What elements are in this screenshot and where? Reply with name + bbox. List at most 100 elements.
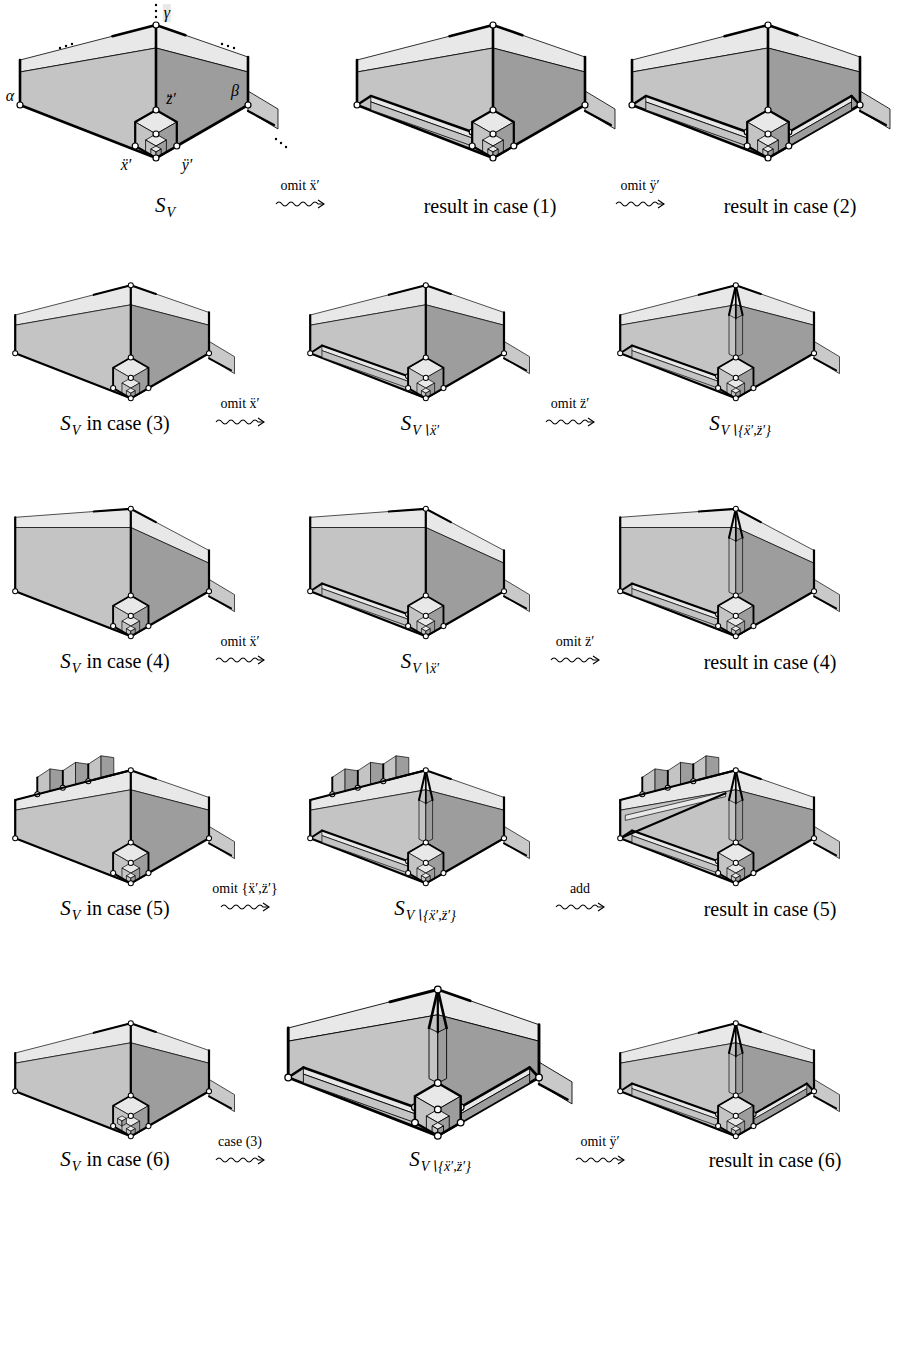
vertex-dot (618, 836, 623, 841)
vertex-dot (423, 840, 428, 845)
vertex-dot (811, 589, 816, 594)
vertex-dot (423, 613, 428, 618)
graph-edge (94, 770, 131, 780)
vertex-dot (423, 283, 428, 288)
floor-strip (303, 1074, 415, 1123)
surface-figure (629, 22, 890, 161)
vertex-dot (128, 634, 133, 639)
vertex-dot (765, 155, 771, 161)
cluster-outline (135, 110, 177, 158)
ellipsis-dot (59, 47, 61, 49)
vertex-label: α (5, 87, 15, 105)
vertex-dot (716, 1124, 721, 1129)
graph-edge (735, 770, 737, 803)
caption: SVin case (5) (60, 897, 169, 920)
vertex-dot (308, 589, 313, 594)
vertex-dot (744, 143, 750, 149)
surface-figure (618, 1021, 840, 1139)
side-flap (209, 579, 235, 611)
vertex-dot (469, 143, 475, 149)
vertex-dot (128, 1021, 133, 1026)
caption: SVin case (6) (60, 1148, 169, 1171)
vertex-dot (733, 396, 738, 401)
ellipsis-dot (275, 138, 277, 140)
caption-text: S (60, 896, 71, 920)
caption-text: S (401, 649, 412, 673)
graph-edge (248, 111, 274, 125)
graph-edge (94, 509, 131, 512)
vertex-dot (733, 375, 738, 380)
vertex-dot (174, 143, 180, 149)
vertex-dot (733, 355, 738, 360)
floor-strip (632, 346, 718, 382)
vertex-dot (435, 1080, 442, 1087)
floor-strip (322, 831, 408, 867)
graph-edge (813, 312, 815, 353)
squiggle-arrow (216, 1158, 264, 1162)
caption-text: in case (4) (86, 650, 169, 672)
vertex-dot (811, 836, 816, 841)
graph-edge (538, 1025, 541, 1078)
graph-edge (131, 770, 156, 779)
caption: result in case (4) (704, 651, 837, 673)
vertex-dot (765, 107, 771, 113)
vertex-dot (490, 131, 496, 137)
vertex-label: ẍ′ (120, 156, 133, 174)
added-strip (625, 792, 725, 821)
vertex-dot (13, 1089, 18, 1094)
floor-strip (632, 1084, 718, 1120)
surface-figure (354, 22, 615, 161)
arrow-head (593, 656, 599, 664)
graph-edge (768, 25, 797, 35)
side-flap (504, 579, 530, 611)
right-face (131, 528, 209, 637)
floor-strip (371, 96, 472, 138)
graph-edge (287, 1028, 290, 1078)
graph-edge (438, 990, 447, 1029)
floor-strip (303, 1067, 415, 1113)
graph-edge (438, 990, 470, 1001)
graph-edge (156, 25, 185, 35)
vertex-dot (128, 840, 133, 845)
arrow-head (258, 418, 264, 426)
vertex-dot (733, 634, 738, 639)
ellipsis-dot (71, 43, 73, 45)
caption-text: S (401, 411, 412, 435)
squiggle-arrow (551, 658, 599, 662)
graph-edge (14, 1053, 16, 1091)
vertex-dot (245, 102, 251, 108)
graph-edge (429, 990, 438, 1029)
caption-text: V (72, 908, 81, 923)
graph-edge (814, 1096, 836, 1108)
graph-edge (155, 25, 158, 110)
vertical-strip (438, 1028, 447, 1083)
graph-edge (425, 509, 427, 596)
vertex-dot (406, 624, 411, 629)
caption-text: S (60, 411, 71, 435)
graph-edge (437, 990, 439, 1033)
side-flap (860, 91, 890, 129)
graph-edge (426, 509, 451, 522)
vertex-dot (435, 1133, 442, 1140)
graph-edge (19, 60, 22, 105)
vertex-dot (146, 624, 151, 629)
vertex-dot (733, 283, 738, 288)
graph-edge (493, 25, 522, 35)
surface-figure (308, 756, 530, 886)
graph-edge (209, 596, 231, 608)
floor-strip (632, 831, 718, 867)
cube-right (122, 1118, 126, 1126)
vertex-dot (128, 1093, 133, 1098)
vertex-dot (501, 589, 506, 594)
caption-text: result in case (6) (709, 1149, 842, 1171)
arrow-head (658, 200, 664, 208)
vertex-dot (511, 143, 517, 149)
caption: SV∖{ẍ′,z̈′} (709, 412, 771, 435)
vertex-dot (128, 1134, 133, 1139)
arrow-head (598, 903, 604, 911)
vertex-dot (733, 840, 738, 845)
cluster-outline (408, 596, 443, 637)
graph-edge (322, 346, 408, 377)
caption: result in case (6) (709, 1149, 842, 1171)
right-face (131, 305, 209, 399)
